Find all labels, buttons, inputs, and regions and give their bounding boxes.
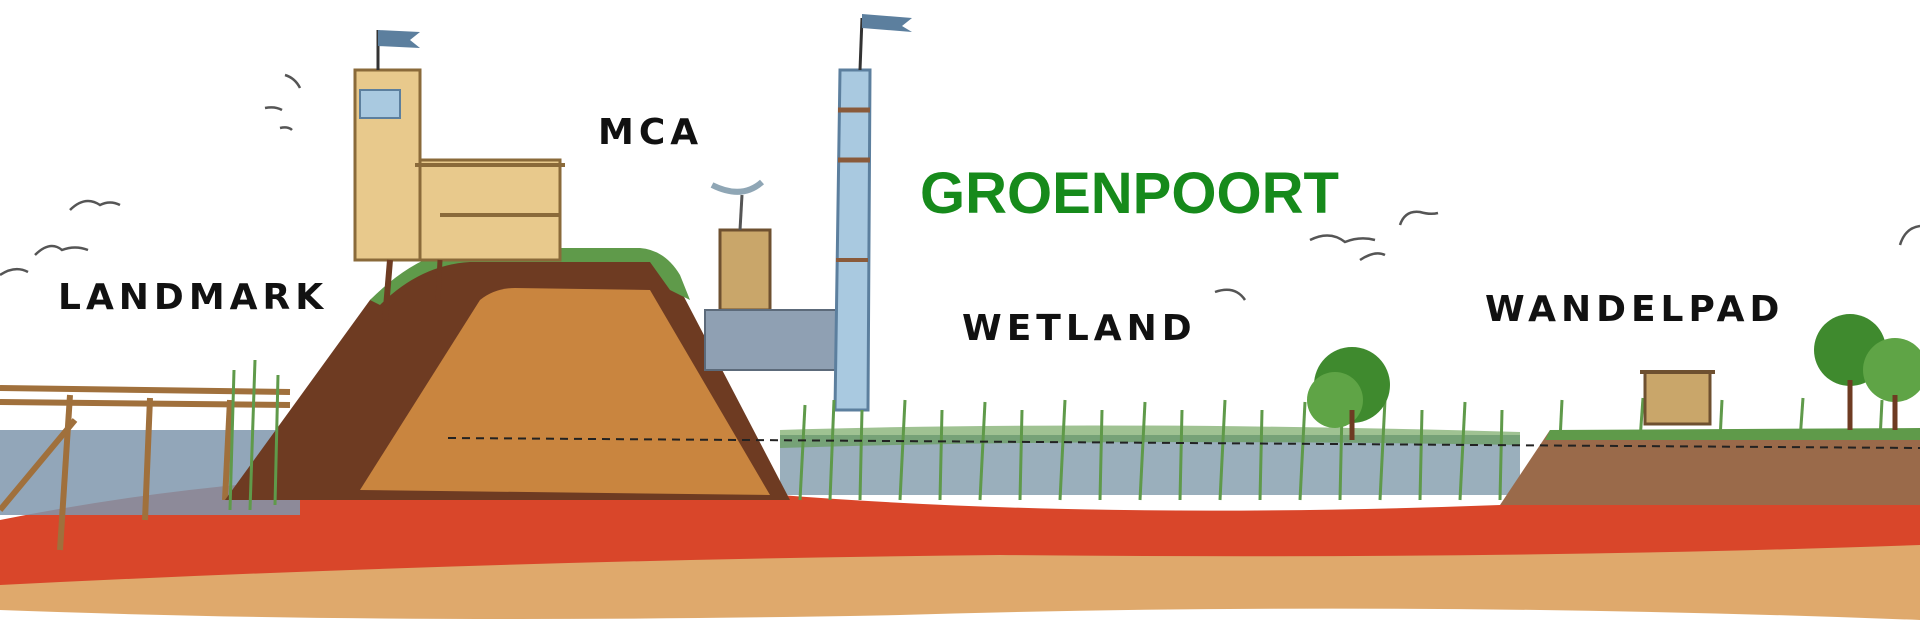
label-wetland: WETLAND <box>962 308 1197 349</box>
label-mca: MCA <box>598 112 704 153</box>
title-groenpoort: GROENPOORT <box>920 161 1339 226</box>
water-level-line <box>447 437 1920 449</box>
mca-building <box>704 179 841 371</box>
trees <box>1307 314 1920 440</box>
reeds <box>228 359 1884 511</box>
dike-body <box>360 288 770 495</box>
dike-grass <box>370 248 690 305</box>
red-soil-layer <box>0 474 1920 585</box>
hut <box>1640 370 1715 426</box>
wandelpad-embankment <box>1500 430 1920 505</box>
label-wandelpad: WANDELPAD <box>1485 289 1785 330</box>
blue-tower <box>833 14 912 412</box>
wandelpad-grass <box>1545 428 1920 440</box>
pier <box>0 385 291 551</box>
landmark-building <box>353 30 565 321</box>
wetland-grass-band <box>780 425 1520 448</box>
label-landmark: LANDMARK <box>58 277 329 318</box>
birds <box>0 73 1920 301</box>
